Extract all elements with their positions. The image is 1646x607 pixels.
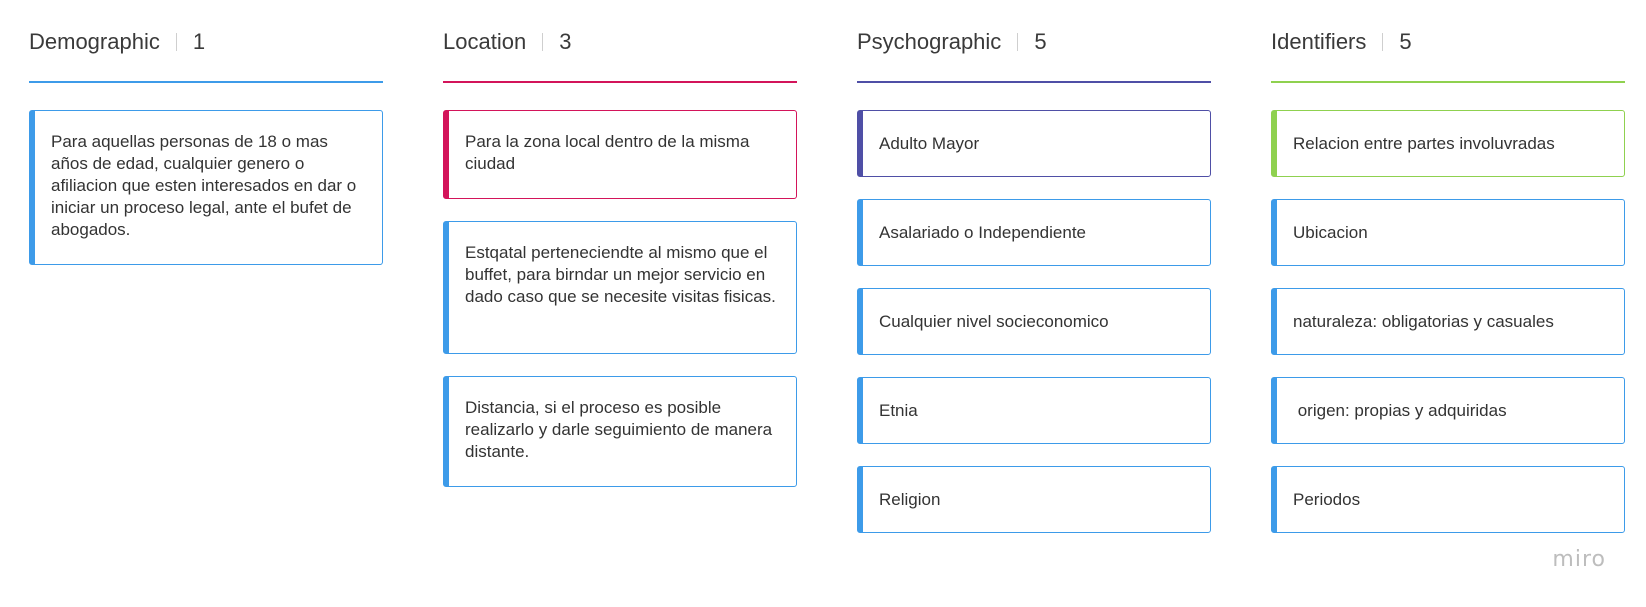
card-senior-adult[interactable]: Adulto Mayor xyxy=(857,110,1211,177)
card-ethnicity[interactable]: Etnia xyxy=(857,377,1211,444)
card-text: Relacion entre partes involuvradas xyxy=(1293,133,1555,153)
card-relationship[interactable]: Relacion entre partes involuvradas xyxy=(1271,110,1625,177)
column-color-rule xyxy=(443,81,797,83)
card-origin[interactable]: origen: propias y adquiridas xyxy=(1271,377,1625,444)
column-header[interactable]: Identifiers 5 xyxy=(1271,26,1412,58)
column-count: 1 xyxy=(192,29,206,54)
column-count: 3 xyxy=(559,29,572,54)
header-divider xyxy=(1382,33,1384,51)
card-text: Etnia xyxy=(879,400,918,420)
card-text: Religion xyxy=(879,489,941,509)
card-employment[interactable]: Asalariado o Independiente xyxy=(857,199,1211,266)
card-text: Ubicacion xyxy=(1293,222,1368,242)
column-color-rule xyxy=(1271,81,1625,83)
card-periods[interactable]: Periodos xyxy=(1271,466,1625,533)
card-text: Estqatal perteneciendte al mismo que el … xyxy=(465,243,776,306)
column-title: Location xyxy=(443,29,527,54)
column-header[interactable]: Psychographic 5 xyxy=(857,26,1047,58)
card-text: Cualquier nivel socieconomico xyxy=(879,311,1109,331)
card-religion[interactable]: Religion xyxy=(857,466,1211,533)
card-text: Asalariado o Independiente xyxy=(879,222,1086,242)
column-title: Psychographic xyxy=(857,29,1002,54)
card-socioeconomic[interactable]: Cualquier nivel socieconomico xyxy=(857,288,1211,355)
card-text: Para aquellas personas de 18 o mas años … xyxy=(51,132,357,239)
header-divider xyxy=(175,33,177,51)
card-age-criteria[interactable]: Para aquellas personas de 18 o mas años … xyxy=(29,110,383,265)
card-text: naturaleza: obligatorias y casuales xyxy=(1293,311,1554,331)
card-text: Distancia, si el proceso es posible real… xyxy=(465,398,773,461)
header-divider xyxy=(1017,33,1019,51)
card-state[interactable]: Estqatal perteneciendte al mismo que el … xyxy=(443,221,797,354)
card-local-zone[interactable]: Para la zona local dentro de la misma ci… xyxy=(443,110,797,199)
column-title: Demographic xyxy=(29,29,160,54)
column-title: Identifiers xyxy=(1271,29,1367,54)
column-color-rule xyxy=(29,81,383,83)
card-text: Periodos xyxy=(1293,489,1361,509)
card-nature[interactable]: naturaleza: obligatorias y casuales xyxy=(1271,288,1625,355)
column-header[interactable]: Demographic 1 xyxy=(29,26,205,58)
column-count: 5 xyxy=(1399,29,1412,54)
card-location[interactable]: Ubicacion xyxy=(1271,199,1625,266)
column-color-rule xyxy=(857,81,1211,83)
miro-logo: miro xyxy=(1552,547,1606,572)
card-text: Adulto Mayor xyxy=(879,133,980,153)
header-divider xyxy=(542,33,544,51)
column-header[interactable]: Location 3 xyxy=(443,26,571,58)
card-distance[interactable]: Distancia, si el proceso es posible real… xyxy=(443,376,797,487)
card-text: Para la zona local dentro de la misma ci… xyxy=(465,132,750,173)
column-count: 5 xyxy=(1034,29,1047,54)
card-text: origen: propias y adquiridas xyxy=(1293,400,1507,420)
